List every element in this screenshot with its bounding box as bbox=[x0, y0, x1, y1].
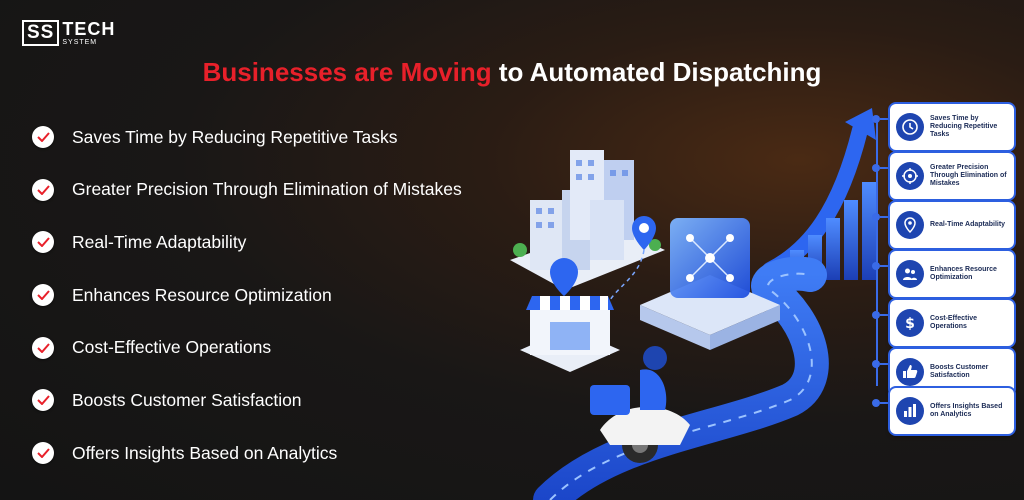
city-buildings bbox=[510, 150, 665, 290]
benefit-item: Cost-Effective Operations bbox=[32, 335, 462, 361]
page-title: Businesses are Moving to Automated Dispa… bbox=[0, 57, 1024, 88]
check-icon bbox=[32, 231, 54, 254]
benefit-text: Offers Insights Based on Analytics bbox=[72, 442, 338, 463]
card-saves-time: Saves Time by Reducing Repetitive Tasks bbox=[890, 104, 1014, 150]
connector-link bbox=[880, 265, 890, 267]
connector-dot bbox=[872, 399, 880, 407]
card-label: Greater Precision Through Elimination of… bbox=[930, 164, 1007, 187]
connector-dot bbox=[872, 360, 880, 368]
title-highlight: Businesses are Moving bbox=[202, 57, 492, 87]
card-insights: Offers Insights Based on Analytics bbox=[890, 388, 1014, 434]
card-label: Real-Time Adaptability bbox=[930, 221, 1006, 228]
benefit-text: Enhances Resource Optimization bbox=[72, 284, 332, 305]
check-icon bbox=[32, 284, 54, 307]
benefit-item: Greater Precision Through Elimination of… bbox=[32, 177, 462, 203]
logo: SS TECH SYSTEM bbox=[22, 20, 115, 47]
check-icon bbox=[32, 126, 54, 148]
benefit-text: Saves Time by Reducing Repetitive Tasks bbox=[72, 126, 398, 147]
benefit-text: Boosts Customer Satisfaction bbox=[72, 389, 302, 410]
connector-dot bbox=[872, 213, 880, 221]
card-precision: Greater Precision Through Elimination of… bbox=[890, 153, 1014, 199]
card-cost: $ Cost-Effective Operations bbox=[890, 300, 1014, 346]
connector-link bbox=[880, 363, 890, 365]
svg-text:$: $ bbox=[905, 316, 915, 332]
location-pin-icon bbox=[896, 211, 924, 239]
growth-arrow bbox=[762, 108, 876, 278]
card-label: Enhances Resource Optimization bbox=[930, 266, 997, 281]
check-icon bbox=[32, 178, 54, 201]
benefit-item: Real-Time Adaptability bbox=[32, 229, 462, 255]
route-dashes bbox=[609, 249, 645, 301]
card-label: Saves Time by Reducing Repetitive Tasks bbox=[930, 115, 998, 138]
logo-tech-text: TECH bbox=[62, 19, 116, 39]
restaurant-store bbox=[520, 258, 620, 372]
dispatch-illustration bbox=[510, 108, 876, 500]
dollar-icon: $ bbox=[896, 309, 924, 337]
benefit-item: Offers Insights Based on Analytics bbox=[32, 440, 462, 466]
users-icon bbox=[896, 260, 924, 288]
logo-system-text: SYSTEM bbox=[62, 39, 98, 46]
connector-dot bbox=[872, 262, 880, 270]
title-rest: to Automated Dispatching bbox=[491, 57, 822, 87]
connector-link bbox=[880, 216, 890, 218]
connector-link bbox=[880, 118, 890, 120]
dispatch-cube bbox=[640, 218, 780, 350]
check-icon bbox=[32, 442, 54, 465]
card-resource: Enhances Resource Optimization bbox=[890, 251, 1014, 297]
connector-link bbox=[880, 402, 890, 404]
card-connector-line bbox=[876, 116, 878, 386]
clock-icon bbox=[896, 113, 924, 141]
target-icon bbox=[896, 162, 924, 190]
benefit-item: Saves Time by Reducing Repetitive Tasks bbox=[32, 124, 462, 150]
card-label: Offers Insights Based on Analytics bbox=[930, 403, 1003, 418]
logo-mark: SS bbox=[22, 20, 60, 46]
card-label: Boosts Customer Satisfaction bbox=[930, 364, 989, 379]
card-satisfaction: Boosts Customer Satisfaction bbox=[890, 349, 1014, 395]
bar-chart-icon bbox=[896, 397, 924, 425]
delivery-scooter bbox=[590, 346, 690, 463]
benefit-text: Cost-Effective Operations bbox=[72, 337, 272, 358]
card-label: Cost-Effective Operations bbox=[930, 315, 978, 330]
check-icon bbox=[32, 336, 54, 359]
benefit-item: Boosts Customer Satisfaction bbox=[32, 387, 462, 413]
location-pin-marker bbox=[632, 216, 656, 250]
benefit-list: Saves Time by Reducing Repetitive Tasks … bbox=[32, 124, 462, 493]
benefit-text: Real-Time Adaptability bbox=[72, 231, 247, 252]
connector-dot bbox=[872, 115, 880, 123]
benefit-item: Enhances Resource Optimization bbox=[32, 282, 462, 308]
thumbs-up-icon bbox=[896, 358, 924, 386]
connector-link bbox=[880, 167, 890, 169]
benefit-text: Greater Precision Through Elimination of… bbox=[72, 179, 462, 200]
connector-dot bbox=[872, 311, 880, 319]
check-icon bbox=[32, 389, 54, 412]
connector-dot bbox=[872, 164, 880, 172]
connector-link bbox=[880, 314, 890, 316]
card-real-time: Real-Time Adaptability bbox=[890, 202, 1014, 248]
